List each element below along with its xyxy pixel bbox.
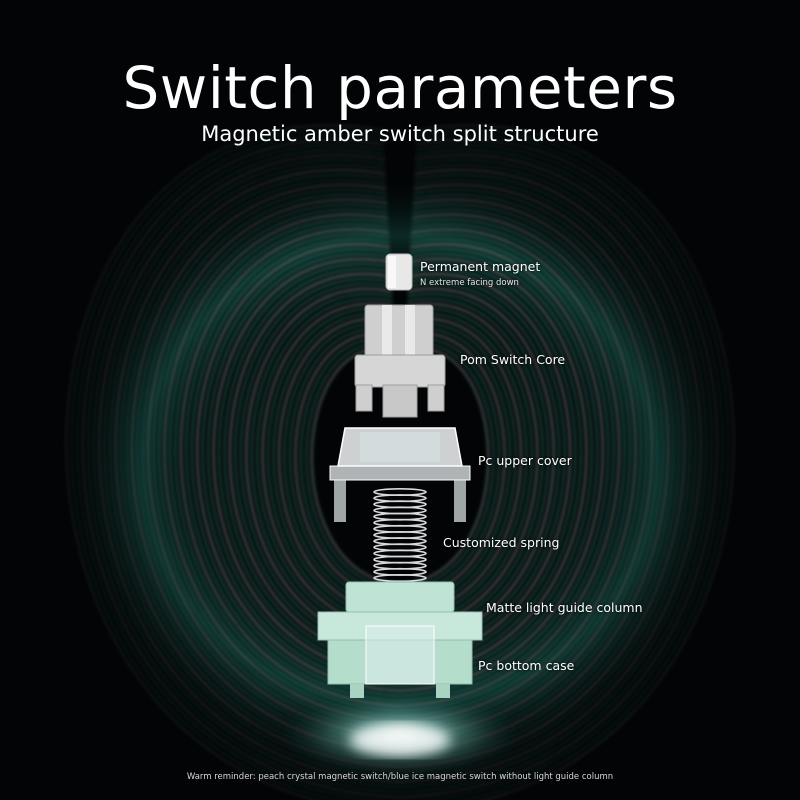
swirl-line — [399, 258, 588, 677]
swirl-line — [147, 199, 401, 737]
swirl-line — [218, 263, 401, 672]
swirl-line — [104, 159, 401, 778]
swirl-line — [399, 317, 523, 616]
page-subtitle: Magnetic amber switch split structure — [201, 122, 599, 146]
swirl-line — [399, 302, 539, 631]
swirl-line — [399, 229, 620, 707]
swirl-line — [399, 219, 631, 717]
swirl-line — [158, 209, 401, 727]
footer-reminder: Warm reminder: peach crystal magnetic sw… — [186, 772, 614, 782]
component-label-light-guide-column: Matte light guide column — [486, 600, 643, 615]
customized-spring-part — [373, 487, 427, 582]
page-title: Switch parameters — [122, 54, 678, 122]
swirl-line — [76, 134, 384, 800]
swirl-line — [399, 149, 707, 788]
swirl-line — [399, 184, 669, 753]
component-label-pc-bottom-case: Pc bottom case — [478, 658, 575, 673]
swirl-line — [93, 149, 401, 788]
swirl-line — [399, 174, 680, 763]
swirl-line — [399, 179, 675, 758]
swirl-line — [191, 238, 401, 697]
component-label-permanent-magnet: Permanent magnet — [420, 259, 541, 274]
swirl-line — [234, 278, 401, 656]
swirl-line — [277, 317, 401, 616]
swirl-line — [399, 248, 599, 687]
swirl-line — [229, 273, 401, 662]
swirl-line — [399, 214, 637, 722]
spring-coil — [373, 573, 427, 582]
swirl-line — [399, 154, 702, 783]
swirl-line — [223, 268, 401, 667]
swirl-line — [212, 258, 401, 677]
swirl-line — [399, 243, 604, 692]
swirl-line — [71, 129, 384, 800]
component-note-permanent-magnet: N extreme facing down — [420, 278, 519, 288]
permanent-magnet-part — [385, 253, 413, 291]
swirl-line — [131, 184, 401, 753]
swirl-line — [399, 199, 653, 737]
swirl-line — [310, 347, 401, 586]
component-label-customized-spring: Customized spring — [443, 535, 560, 550]
swirl-line — [196, 243, 401, 692]
swirl-line — [207, 253, 401, 682]
swirl-line — [416, 134, 724, 800]
swirl-line — [399, 253, 593, 682]
swirl-line — [399, 169, 686, 768]
swirl-line — [305, 342, 401, 591]
swirl-line — [399, 234, 615, 702]
swirl-line — [399, 204, 647, 732]
swirl-line — [399, 139, 718, 798]
swirl-line — [109, 164, 401, 773]
pc-bottom-case-part — [317, 581, 483, 698]
swirl-line — [399, 322, 517, 611]
swirl-line — [283, 322, 401, 611]
swirl-line — [272, 312, 401, 621]
swirl-line — [98, 154, 401, 783]
swirl-line — [299, 337, 401, 596]
component-label-pom-switch-core: Pom Switch Core — [460, 352, 566, 367]
swirl-line — [261, 302, 401, 631]
swirl-line — [185, 234, 401, 702]
swirl-line — [416, 129, 729, 800]
pc-upper-cover-part — [329, 427, 471, 522]
swirl-line — [114, 169, 401, 768]
swirl-line — [399, 159, 696, 778]
pom-switch-core-part — [354, 304, 446, 418]
swirl-line — [136, 189, 401, 748]
swirl-line — [169, 219, 401, 717]
component-label-pc-upper-cover: Pc upper cover — [478, 453, 572, 468]
swirl-line — [399, 312, 528, 621]
swirl-line — [399, 224, 626, 712]
swirl-line — [180, 229, 401, 707]
swirl-line — [399, 347, 490, 586]
swirl-line — [399, 189, 664, 748]
swirl-line — [267, 307, 401, 626]
swirl-line — [399, 273, 571, 662]
swirl-line — [153, 204, 401, 732]
swirl-line — [399, 337, 501, 596]
swirl-line — [174, 224, 401, 712]
swirl-line — [125, 179, 401, 758]
swirl-line — [399, 209, 642, 727]
swirl-line — [399, 278, 566, 656]
swirl-line — [416, 125, 734, 800]
swirl-line — [201, 248, 401, 687]
swirl-line — [399, 144, 713, 793]
swirl-line — [82, 139, 401, 798]
swirl-line — [399, 307, 533, 626]
swirl-line — [120, 174, 401, 763]
swirl-line — [399, 268, 577, 667]
swirl-line — [66, 125, 384, 800]
swirl-line — [399, 164, 691, 773]
swirl-line — [399, 238, 609, 697]
swirl-line — [163, 214, 401, 722]
swirl-line — [399, 194, 658, 742]
swirl-line — [399, 342, 495, 591]
swirl-line — [399, 263, 582, 672]
swirl-line — [142, 194, 401, 742]
swirl-line — [87, 144, 401, 793]
